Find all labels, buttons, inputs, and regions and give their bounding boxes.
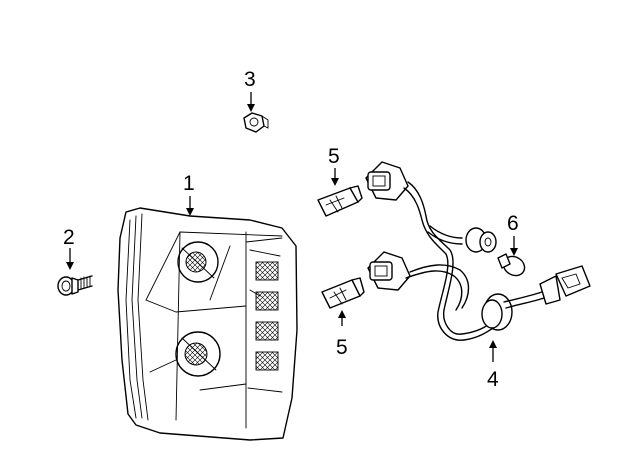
- bulb-part-6: [497, 253, 526, 277]
- callout-2: 2: [63, 226, 75, 249]
- screw-part-2: [57, 275, 93, 296]
- wiring-harness-part-4: [365, 161, 591, 341]
- callout-4: 4: [487, 368, 499, 391]
- bulb-part-5-upper: [317, 185, 363, 217]
- nut-part-3: [243, 112, 269, 133]
- callout-3: 3: [244, 68, 256, 91]
- tail-lamp-assembly: [117, 207, 298, 441]
- callout-6: 6: [507, 212, 519, 235]
- callout-5-lower: 5: [336, 336, 348, 359]
- bulb-part-5-lower: [321, 277, 365, 309]
- callout-arrows: [66, 92, 518, 362]
- callout-1: 1: [183, 172, 195, 195]
- callout-5-upper: 5: [328, 145, 340, 168]
